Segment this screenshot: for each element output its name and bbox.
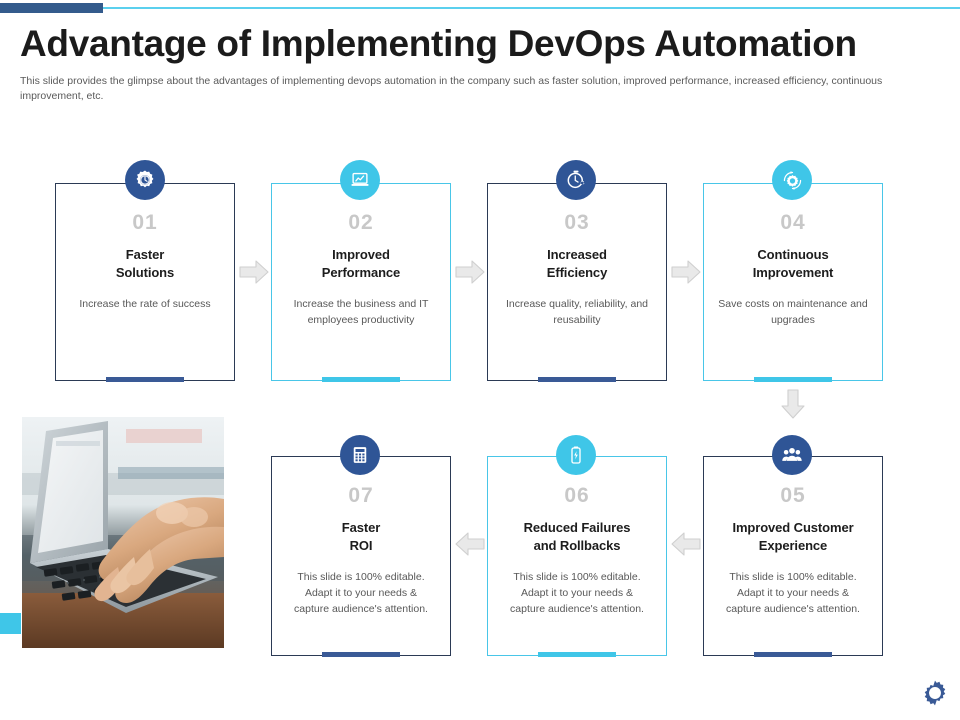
card-heading: Faster ROI (341, 519, 381, 555)
card-body: Increase the business and IT employees p… (293, 298, 429, 326)
card-icon-badge-01 (125, 160, 165, 200)
card-accent-bar (106, 377, 184, 382)
top-rule-cyan (0, 7, 960, 9)
card-body: This slide is 100% editable. Adapt it to… (726, 571, 860, 615)
card-number: 02 (348, 211, 374, 234)
card-accent-bar (754, 652, 832, 657)
card-heading-line: Improved (332, 247, 390, 262)
arrow-01-to-02 (239, 259, 269, 285)
card-number: 03 (564, 211, 590, 234)
card-body: This slide is 100% editable. Adapt it to… (294, 571, 428, 615)
card-04[interactable]: 04 Continuous Improvement Save costs on … (703, 183, 883, 382)
card-05-content: 05 Improved Customer Experience This sli… (704, 457, 882, 655)
card-heading-line: Faster (125, 247, 165, 262)
card-number: 07 (348, 484, 374, 507)
card-heading-line: and Rollbacks (533, 538, 621, 553)
page-title: Advantage of Implementing DevOps Automat… (20, 23, 857, 64)
card-07[interactable]: 07 Faster ROI This slide is 100% editabl… (271, 456, 451, 657)
card-icon-badge-05 (772, 435, 812, 475)
card-heading: Improved Performance (322, 246, 400, 282)
card-number: 05 (780, 484, 806, 507)
card-heading-line: Continuous (757, 247, 829, 262)
card-heading-line: ROI (349, 538, 373, 553)
card-heading: Reduced Failures and Rollbacks (524, 519, 631, 555)
calculator-icon (350, 445, 370, 465)
card-accent-bar (322, 652, 400, 657)
card-heading-line: Solutions (115, 265, 175, 280)
card-accent-bar (538, 377, 616, 382)
photo-accent-square (0, 613, 21, 634)
card-accent-bar (322, 377, 400, 382)
card-02-content: 02 Improved Performance Increase the bus… (272, 184, 450, 380)
laptop-typing-photo (22, 417, 224, 648)
card-body: Increase quality, reliability, and reusa… (505, 298, 649, 326)
page-subtitle: This slide provides the glimpse about th… (20, 75, 883, 102)
laptop-chart-icon (349, 169, 371, 191)
gear-icon (921, 679, 949, 712)
card-body: This slide is 100% editable. Adapt it to… (510, 571, 644, 615)
card-body: Increase the rate of success (79, 298, 211, 310)
card-heading-line: Experience (758, 538, 828, 553)
card-heading: Increased Efficiency (546, 246, 608, 282)
card-05[interactable]: 05 Improved Customer Experience This sli… (703, 456, 883, 657)
arrow-05-to-06 (671, 531, 701, 557)
card-accent-bar (538, 652, 616, 657)
arrow-04-to-05 (780, 389, 806, 419)
top-rule-navy (0, 3, 103, 13)
card-06[interactable]: 06 Reduced Failures and Rollbacks This s… (487, 456, 667, 657)
card-heading-line: Reduced Failures (523, 520, 631, 535)
gear-cycle-icon (781, 169, 804, 192)
card-number: 04 (780, 211, 806, 234)
card-01[interactable]: 01 Faster Solutions Increase the rate of… (55, 183, 235, 382)
people-group-icon (781, 444, 803, 466)
card-heading: Faster Solutions (116, 246, 174, 282)
card-icon-badge-07 (340, 435, 380, 475)
card-02[interactable]: 02 Improved Performance Increase the bus… (271, 183, 451, 382)
card-04-content: 04 Continuous Improvement Save costs on … (704, 184, 882, 380)
gear-clock-icon (134, 169, 156, 191)
card-07-content: 07 Faster ROI This slide is 100% editabl… (272, 457, 450, 655)
card-03-content: 03 Increased Efficiency Increase quality… (488, 184, 666, 380)
arrow-06-to-07 (455, 531, 485, 557)
card-number: 01 (132, 211, 158, 234)
card-01-content: 01 Faster Solutions Increase the rate of… (56, 184, 234, 380)
card-heading-line: Performance (321, 265, 401, 280)
stopwatch-gear-icon (565, 169, 587, 191)
card-heading-line: Improvement (752, 265, 834, 280)
card-icon-badge-04 (772, 160, 812, 200)
card-heading-line: Efficiency (546, 265, 608, 280)
arrow-03-to-04 (671, 259, 701, 285)
card-03[interactable]: 03 Increased Efficiency Increase quality… (487, 183, 667, 382)
card-heading-line: Improved Customer (732, 520, 854, 535)
card-icon-badge-02 (340, 160, 380, 200)
card-accent-bar (754, 377, 832, 382)
card-06-content: 06 Reduced Failures and Rollbacks This s… (488, 457, 666, 655)
card-heading: Continuous Improvement (753, 246, 834, 282)
card-icon-badge-03 (556, 160, 596, 200)
card-heading: Improved Customer Experience (732, 519, 853, 555)
card-heading-line: Increased (547, 247, 607, 262)
card-body: Save costs on maintenance and upgrades (718, 298, 868, 326)
arrow-02-to-03 (455, 259, 485, 285)
card-number: 06 (564, 484, 590, 507)
card-icon-badge-06 (556, 435, 596, 475)
battery-charge-icon (566, 445, 586, 465)
card-heading-line: Faster (341, 520, 381, 535)
